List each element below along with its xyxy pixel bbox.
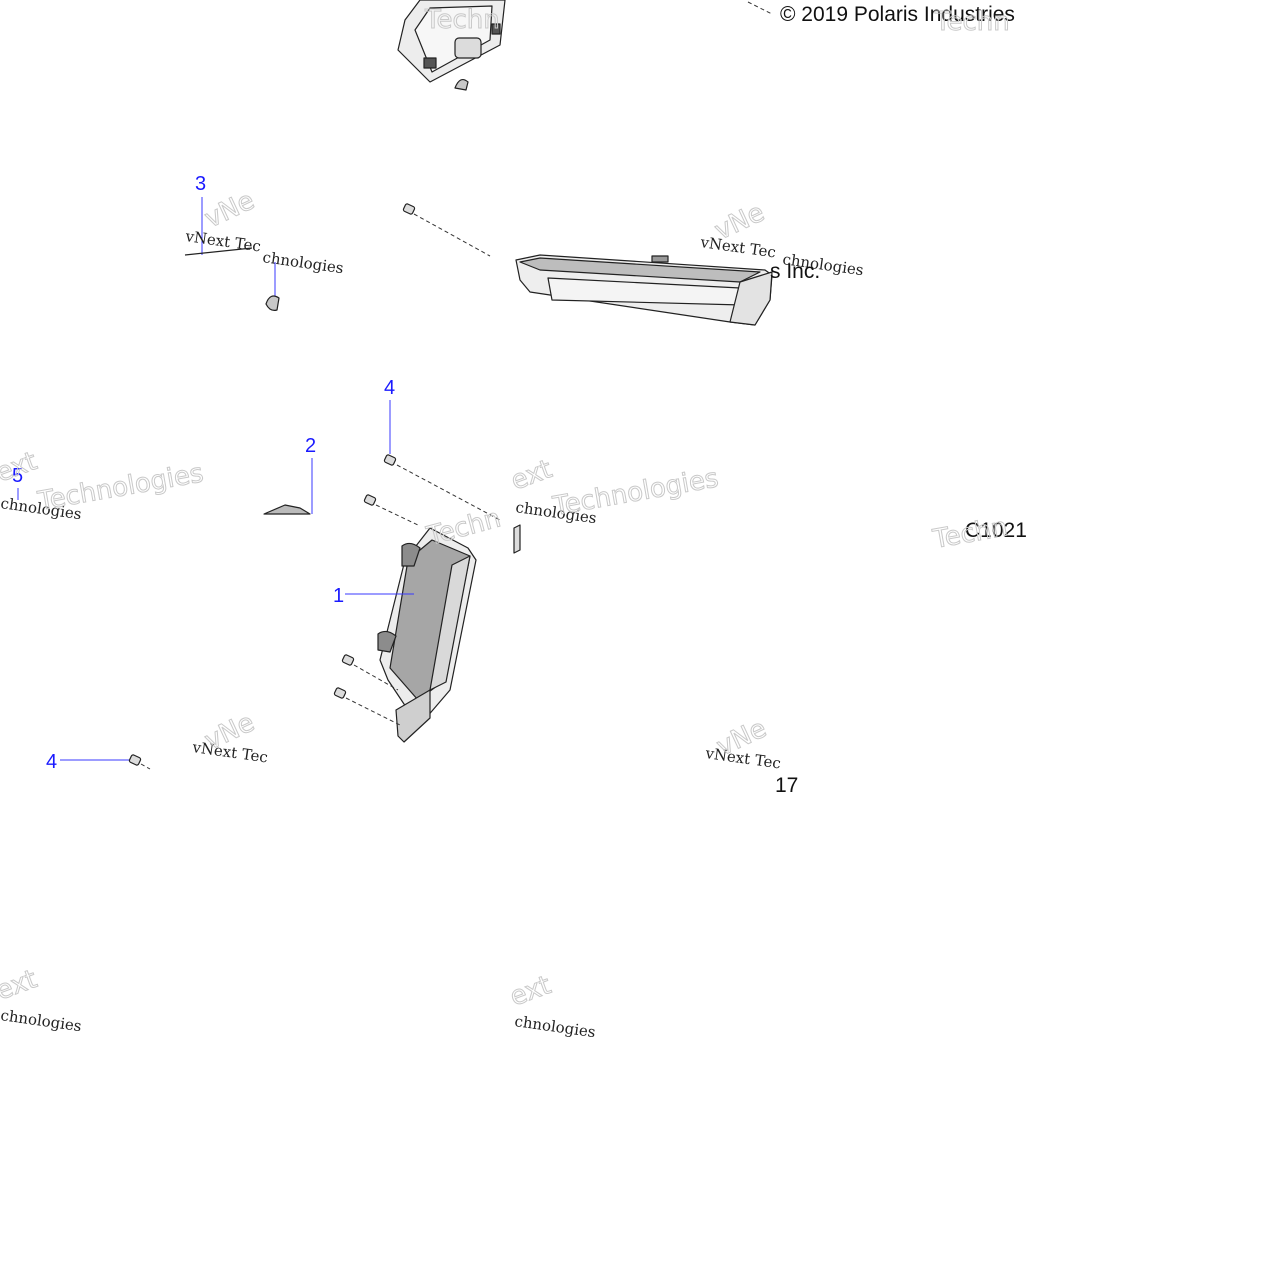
screw-dashed-leader [345,697,403,727]
screw [383,454,397,466]
page-number: 17 [775,774,798,797]
callout-2: 2 [305,435,316,457]
headlamp-side [377,527,477,743]
light-bar [515,254,773,326]
screw [363,494,377,506]
headlamp-housing-top [397,0,506,91]
screw-dashed-leader [375,504,421,527]
watermark-tech: chnologies [513,1012,596,1041]
watermark-tech: chnologies [0,1006,83,1035]
callout-5: 5 [12,465,23,487]
callout-4-upper: 4 [384,377,395,399]
top-dashed-leader [747,1,773,15]
watermark-ghost: ext [506,970,555,1012]
watermark-ghost: vNe [200,186,259,235]
screw-dashed-leader [413,213,491,257]
watermark-ghost: Techn [423,503,504,552]
copyright-tail: s Inc. [770,260,820,283]
screw [333,687,347,699]
watermark-ghost: Techn [934,7,1010,37]
figure-code: C1021 [965,519,1027,542]
watermark-ghost: Techn [424,5,500,35]
screw-top [402,203,416,215]
part-edge [513,524,521,554]
copyright-text: © 2019 Polaris Industries [780,3,1015,26]
callout-4-lower: 4 [46,751,57,773]
watermark-ghost: Technologies [35,458,206,517]
callout-3: 3 [195,173,206,195]
watermark-ghost: ext [0,964,41,1006]
screw [341,654,355,666]
screw-dashed-leader [140,763,151,770]
watermark-ghost: ext [507,454,556,496]
watermark-tech: chnologies [261,248,344,277]
screw-dashed-leader [396,464,501,521]
watermark-ghost: Technologies [550,463,721,522]
watermark-ghost: Techn [930,512,1010,555]
screw [128,754,142,766]
screw-dashed-leader [353,664,399,691]
callout-1: 1 [333,585,344,607]
part-edge [184,247,253,256]
grommet [265,295,280,311]
bracket-edge [263,504,311,515]
